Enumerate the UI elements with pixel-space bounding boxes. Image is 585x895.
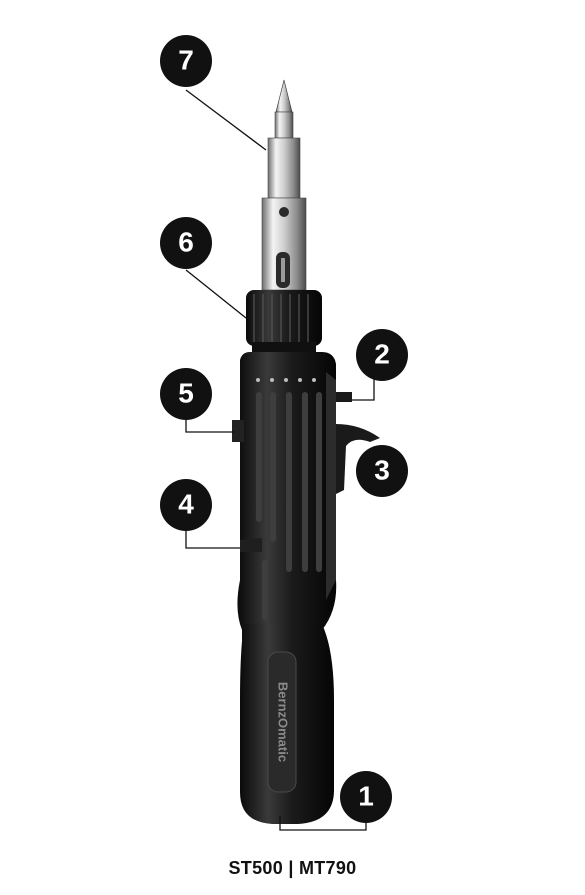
callout-2: 2: [356, 329, 408, 381]
fuel-reservoir: BernzOmatic: [240, 624, 334, 824]
callout-3: 3: [356, 445, 408, 497]
brand-logo: BernzOmatic: [276, 682, 291, 762]
svg-text:3: 3: [374, 454, 390, 485]
collar-nut: [246, 290, 322, 356]
leader-lines: [185, 89, 375, 831]
callout-7: 7: [160, 35, 212, 87]
callout-1: 1: [340, 771, 392, 823]
callout-5: 5: [160, 368, 212, 420]
svg-text:4: 4: [178, 488, 194, 519]
burner-tube: [261, 197, 307, 291]
soldering-tip: [267, 79, 301, 199]
torch-body: [237, 352, 337, 640]
on-off-switch: [240, 538, 262, 552]
svg-text:5: 5: [178, 377, 194, 408]
callout-4: 4: [160, 479, 212, 531]
lock-slide: [232, 420, 244, 442]
svg-text:6: 6: [178, 226, 194, 257]
ignition-trigger: [336, 424, 380, 494]
svg-text:7: 7: [178, 44, 194, 75]
gas-adjustment-lever: [336, 392, 352, 402]
svg-text:2: 2: [374, 338, 390, 369]
svg-text:1: 1: [358, 780, 374, 811]
model-caption: ST500 | MT790: [228, 858, 357, 878]
callout-6: 6: [160, 217, 212, 269]
